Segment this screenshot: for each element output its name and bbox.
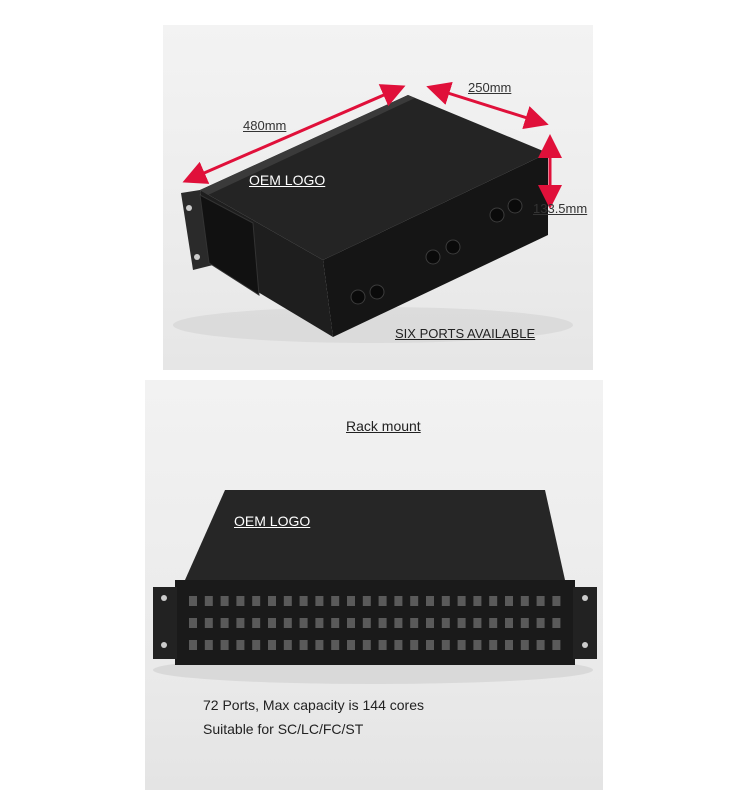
adapter-port-slot: [489, 596, 498, 606]
adapter-port-slot: [252, 596, 261, 606]
adapter-port-slot: [536, 640, 545, 650]
bottom-oem-logo-label: OEM LOGO: [234, 513, 311, 529]
adapter-port-slot: [189, 596, 197, 606]
top-oem-logo-label: OEM LOGO: [249, 172, 326, 188]
adapter-port-slot: [473, 618, 482, 628]
adapter-port-slot: [331, 596, 340, 606]
adapter-port-slot: [236, 596, 245, 606]
height-dimension-label: 133.5mm: [533, 201, 588, 216]
adapter-port-slot: [520, 640, 529, 650]
adapter-port-slot: [441, 618, 450, 628]
adapter-port-slot: [457, 618, 466, 628]
adapter-port-slot: [189, 640, 197, 650]
adapter-port-slot: [394, 618, 403, 628]
adapter-port-slot: [394, 640, 403, 650]
rack-mount-drawing: [153, 490, 597, 684]
adapter-port-slot: [204, 618, 213, 628]
adapter-port-slot: [505, 640, 513, 650]
adapter-port-slot: [378, 596, 387, 606]
adapter-port-slot: [457, 596, 466, 606]
adapter-port-slot: [315, 596, 324, 606]
adapter-port-slot: [189, 618, 197, 628]
adapter-port-slot: [441, 596, 450, 606]
adapter-port-slot: [473, 640, 482, 650]
enclosure-side-drawing: [173, 95, 573, 343]
length-dimension-label: 480mm: [243, 118, 287, 133]
adapter-port-slot: [204, 596, 213, 606]
adapter-port-slot: [378, 640, 387, 650]
adapter-port-slot: [410, 640, 419, 650]
adapter-port-slot: [362, 640, 371, 650]
adapter-port-slot: [236, 640, 245, 650]
adapter-port-slot: [331, 618, 340, 628]
adapter-port-slot: [220, 596, 229, 606]
capacity-caption: 72 Ports, Max capacity is 144 cores: [203, 697, 424, 713]
adapter-port-slot: [299, 640, 308, 650]
adapter-port-slot: [220, 618, 229, 628]
adapter-port-slot: [204, 640, 213, 650]
adapter-port-slot: [347, 618, 355, 628]
adapter-port-slot: [552, 640, 561, 650]
adapter-port-slot: [536, 618, 545, 628]
ports-available-caption: SIX PORTS AVAILABLE: [395, 326, 536, 341]
adapter-port-slot: [505, 618, 513, 628]
adapter-port-slot: [520, 596, 529, 606]
rack-mount-title: Rack mount: [346, 418, 421, 434]
adapter-port-slot: [315, 640, 324, 650]
adapter-port-slot: [552, 596, 561, 606]
adapter-port-slot: [489, 640, 498, 650]
adapter-port-slot: [315, 618, 324, 628]
adapter-port-slot: [426, 640, 434, 650]
adapter-port-slot: [283, 596, 292, 606]
adapter-port-slot: [552, 618, 561, 628]
adapter-port-slot: [299, 596, 308, 606]
adapter-port-slot: [283, 640, 292, 650]
adapter-port-slot: [252, 640, 261, 650]
product-photo-side-view: [163, 25, 593, 370]
adapter-port-slot: [457, 640, 466, 650]
adapter-port-slot: [220, 640, 229, 650]
adapter-port-slot: [426, 618, 434, 628]
adapter-port-slot: [489, 618, 498, 628]
adapter-port-slot: [236, 618, 245, 628]
adapter-port-slot: [347, 640, 355, 650]
adapter-port-slot: [362, 596, 371, 606]
adapter-port-slot: [268, 618, 276, 628]
adapter-port-slot: [331, 640, 340, 650]
depth-dimension-label: 250mm: [468, 80, 512, 95]
adapter-port-slot: [473, 596, 482, 606]
adapter-port-slot: [441, 640, 450, 650]
adapter-port-slot: [378, 618, 387, 628]
adapter-port-slot: [268, 640, 276, 650]
adapter-port-slot: [362, 618, 371, 628]
adapter-port-slot: [252, 618, 261, 628]
adapter-port-slot: [505, 596, 513, 606]
adapter-port-slot: [410, 618, 419, 628]
adapter-port-slot: [283, 618, 292, 628]
adapter-port-slot: [426, 596, 434, 606]
adapter-port-slot: [520, 618, 529, 628]
connector-types-caption: Suitable for SC/LC/FC/ST: [203, 721, 364, 737]
adapter-port-slot: [268, 596, 276, 606]
adapter-port-slot: [410, 596, 419, 606]
adapter-port-slot: [299, 618, 308, 628]
adapter-port-slot: [347, 596, 355, 606]
adapter-port-slot: [536, 596, 545, 606]
adapter-port-slot: [394, 596, 403, 606]
product-photo-rack-mount: [145, 380, 603, 790]
